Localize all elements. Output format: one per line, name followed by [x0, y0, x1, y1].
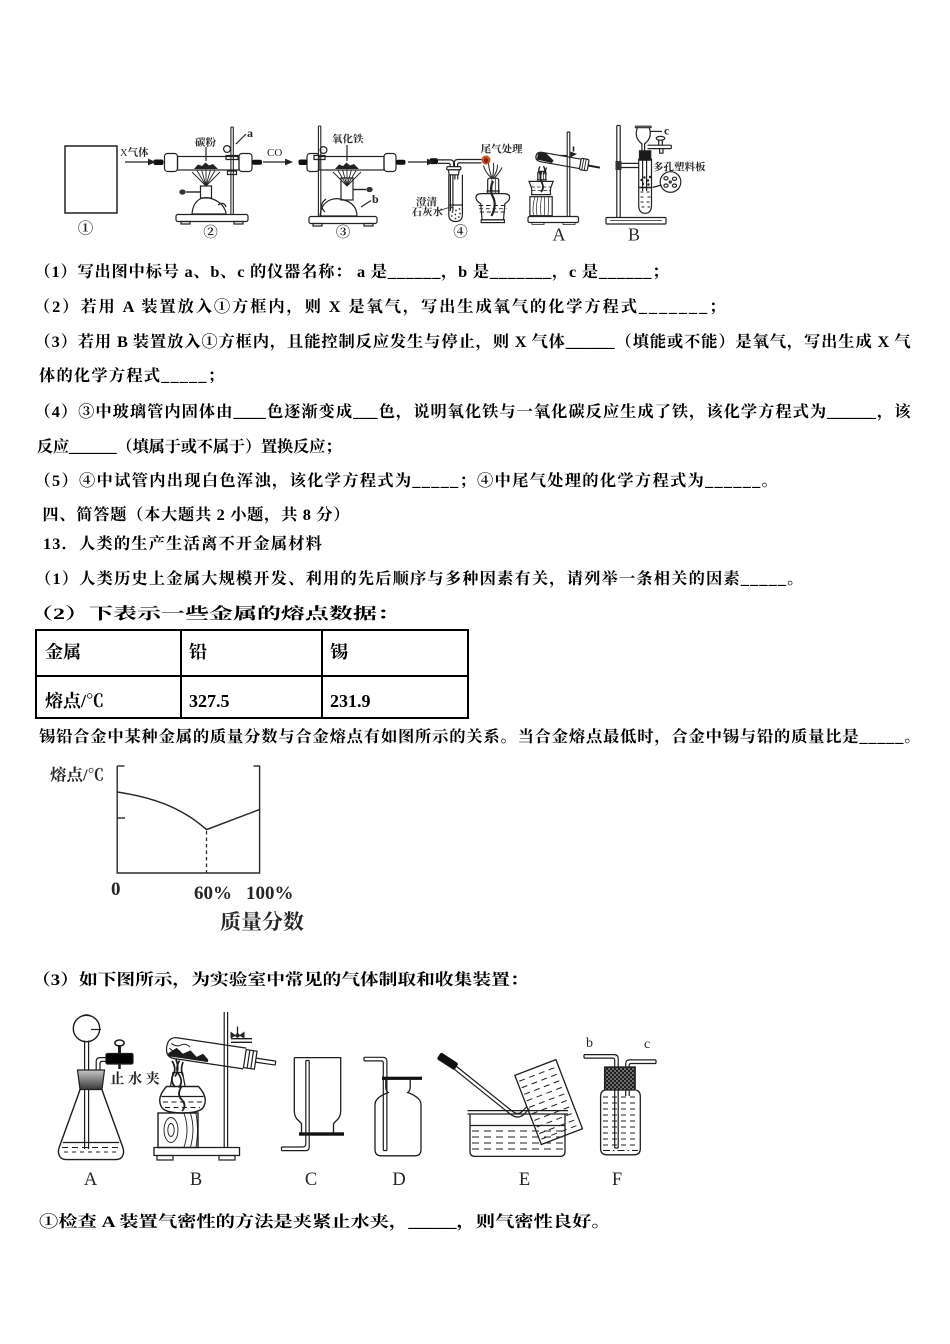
svg-text:F: F — [612, 1165, 622, 1191]
svg-text:④: ④ — [453, 221, 468, 242]
svg-text:a: a — [247, 124, 253, 141]
svg-text:X气体: X气体 — [120, 145, 149, 160]
svg-text:0: 0 — [111, 874, 121, 901]
svg-text:熔点/℃: 熔点/℃ — [49, 762, 104, 786]
svg-text:c: c — [644, 1033, 650, 1053]
svg-text:③: ③ — [336, 221, 351, 242]
svg-text:c: c — [664, 122, 670, 139]
svg-text:碳粉: 碳粉 — [195, 135, 216, 150]
svg-text:100%: 100% — [246, 878, 294, 905]
svg-text:b: b — [586, 1032, 593, 1052]
svg-text:②: ② — [203, 221, 218, 242]
svg-text:D: D — [392, 1165, 405, 1191]
svg-text:60%: 60% — [194, 878, 232, 905]
svg-text:b: b — [372, 190, 379, 207]
svg-text:澄清: 澄清 — [416, 195, 437, 210]
svg-text:止水夹: 止水夹 — [110, 1068, 161, 1089]
svg-text:CO: CO — [267, 144, 282, 160]
svg-text:石灰水: 石灰水 — [412, 205, 444, 220]
svg-text:B: B — [628, 221, 640, 247]
svg-text:C: C — [305, 1165, 317, 1191]
svg-text:A: A — [84, 1165, 98, 1191]
svg-text:氧化铁: 氧化铁 — [332, 132, 364, 147]
svg-text:B: B — [190, 1165, 202, 1191]
svg-text:A: A — [553, 221, 566, 247]
svg-text:多孔塑料板: 多孔塑料板 — [653, 160, 706, 175]
svg-text:E: E — [519, 1165, 530, 1191]
svg-text:①: ① — [78, 217, 94, 239]
svg-text:质量分数: 质量分数 — [220, 906, 304, 936]
svg-text:尾气处理: 尾气处理 — [481, 142, 523, 157]
